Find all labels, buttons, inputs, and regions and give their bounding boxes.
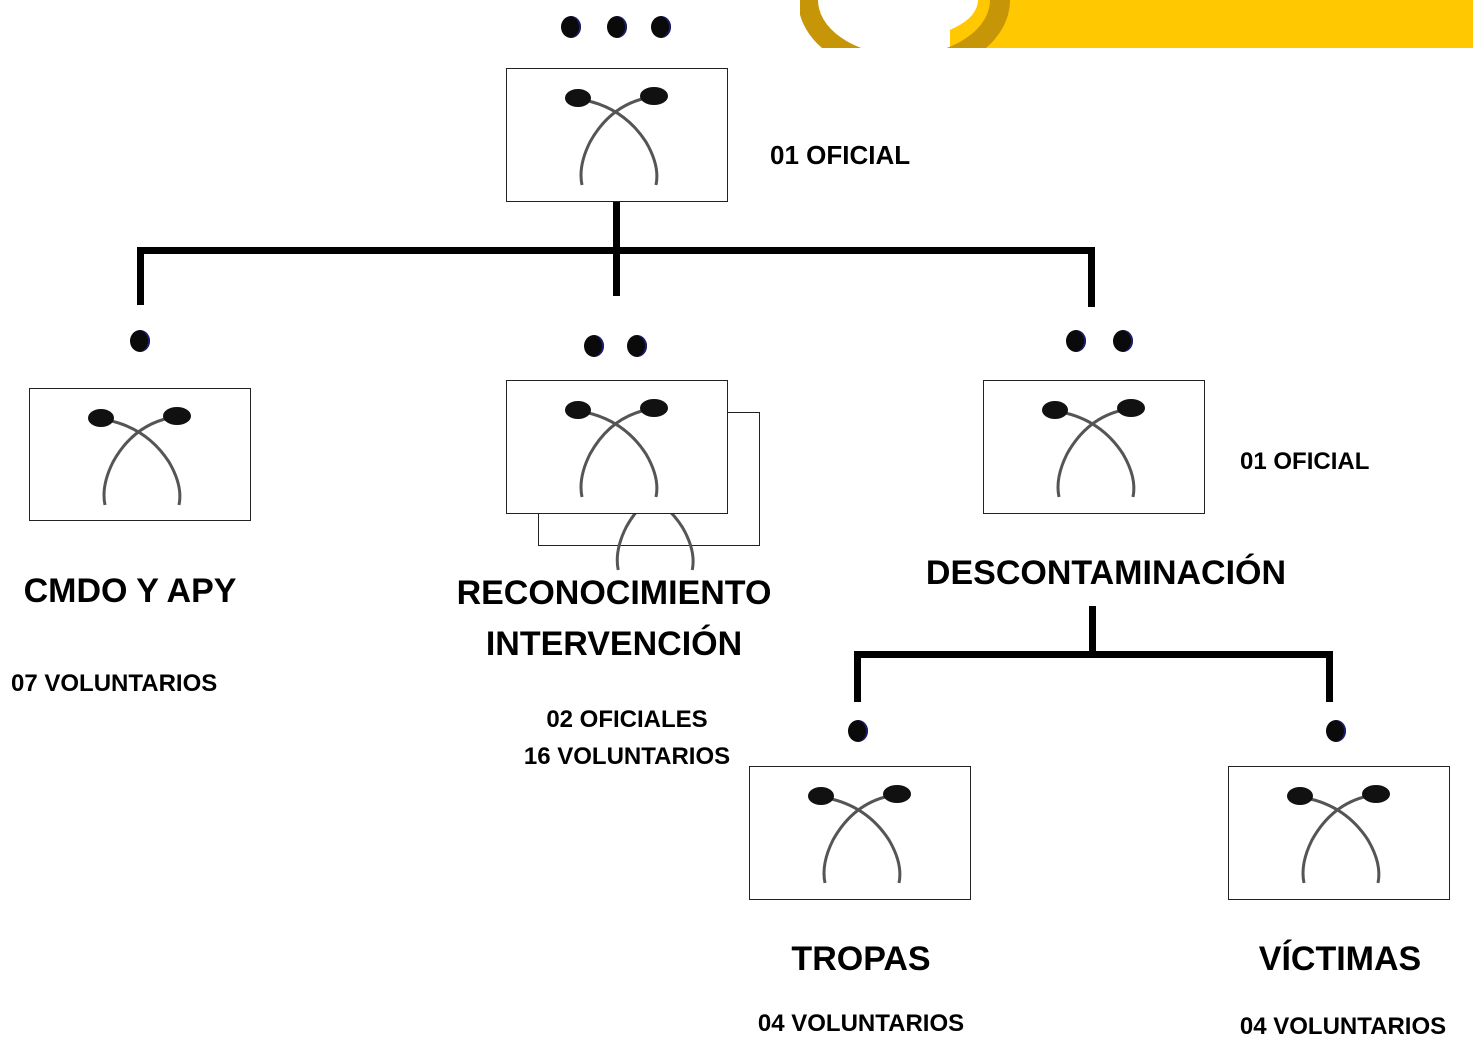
connector-victimas-drop [1326,651,1333,702]
connector-desc-horizontal [854,651,1333,658]
rank-dot-icon [651,16,671,38]
rank-dot-icon [607,16,627,38]
connector-tropas-drop [854,651,861,702]
rank-dot-icon [1326,720,1346,742]
cmdo-count: 07 VOLUNTARIOS [11,670,218,697]
cmdo-title: CMDO Y APY [23,572,237,610]
top-count-label: 01 OFICIAL [770,140,911,170]
rank-dot-icon [584,335,604,357]
cmdo-node [29,388,251,521]
reconocimiento-title-line1: RECONOCIMIENTO [456,574,772,612]
rank-dot-icon [561,16,581,38]
reconocimiento-title-line2: INTERVENCIÓN [485,625,743,663]
corner-banner [798,0,1473,76]
rank-dot-icon [1066,330,1086,352]
crossed-tubes-icon [807,783,913,885]
rank-dot-icon [130,330,150,352]
reconocimiento-node [506,380,728,514]
logo-ring-icon [798,0,1473,76]
descontaminacion-count: 01 OFICIAL [1240,448,1370,475]
rank-dot-icon [627,335,647,357]
connector-top-horizontal [137,247,1095,254]
rank-dot-icon [848,720,868,742]
descontaminacion-title: DESCONTAMINACIÓN [925,554,1287,592]
connector-left-drop [137,247,144,305]
crossed-tubes-icon [87,405,193,506]
connector-desc-vertical [1089,606,1096,656]
top-command-node [506,68,728,202]
tropas-title: TROPAS [791,940,931,978]
descontaminacion-node [983,380,1205,514]
tropas-node [749,766,971,900]
crossed-tubes-icon [564,397,670,499]
reconocimiento-count-line1: 02 OFICIALES [546,706,708,733]
tropas-count: 04 VOLUNTARIOS [757,1010,965,1037]
crossed-tubes-icon [564,85,670,187]
crossed-tubes-icon [1286,783,1392,885]
victimas-node [1228,766,1450,900]
connector-right-drop [1088,247,1095,307]
rank-dot-icon [1113,330,1133,352]
reconocimiento-count-line2: 16 VOLUNTARIOS [523,743,731,770]
victimas-count: 04 VOLUNTARIOS [1239,1013,1447,1040]
victimas-title: VÍCTIMAS [1258,940,1422,978]
crossed-tubes-icon [1041,397,1147,499]
